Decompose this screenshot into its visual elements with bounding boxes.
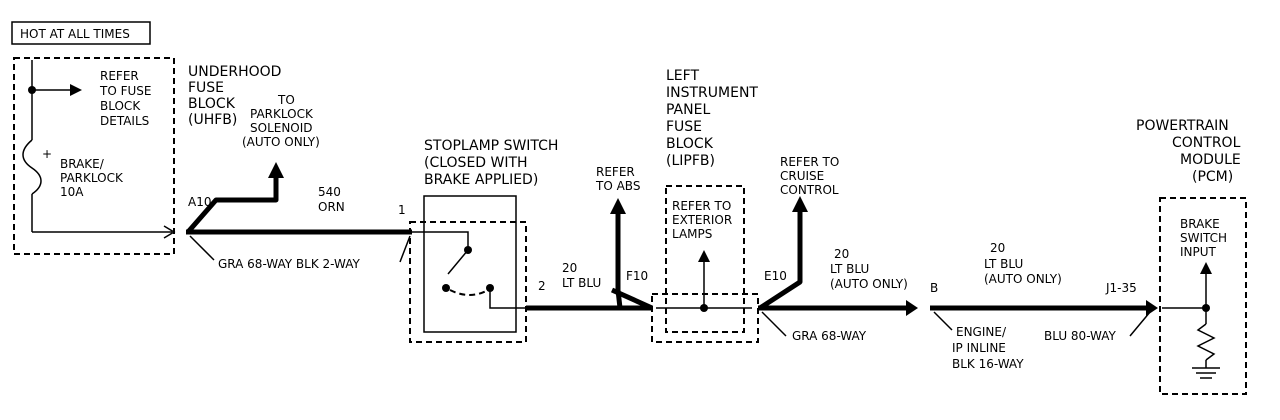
pin-1-label: 1 xyxy=(398,203,406,217)
cruise-branch-wire xyxy=(758,210,803,311)
stoplamp-dashed-box xyxy=(409,221,527,343)
fuse-symbol-icon xyxy=(22,139,42,195)
switch-contact-bottom xyxy=(442,284,450,292)
wire3-gauge: 20 xyxy=(834,247,849,261)
wire1-color: ORN xyxy=(318,200,345,214)
lipfb-dashed-box xyxy=(665,185,745,333)
fuse-plus-sign: + xyxy=(42,147,52,161)
pin-b-label: B xyxy=(930,281,938,295)
inline-leader xyxy=(933,311,953,331)
switch-output-wire xyxy=(489,288,526,309)
connector3-leader xyxy=(1129,311,1151,337)
wire2-gauge: 20 xyxy=(562,261,577,275)
pin-j1-35-label: J1-35 xyxy=(1105,281,1137,295)
abs-arrow-icon xyxy=(610,198,626,214)
abs-branch-joint xyxy=(610,287,654,311)
lipfb-outer-dashed xyxy=(651,293,759,343)
refer-arrow-icon xyxy=(70,84,82,96)
parklock-wire xyxy=(186,176,279,234)
pin-2-label: 2 xyxy=(538,279,546,293)
switch-input-wire xyxy=(412,231,469,250)
refer-abs-text: REFER TO ABS xyxy=(595,165,640,193)
connector2-leader xyxy=(761,311,787,337)
lamps-arrow-icon xyxy=(698,250,710,262)
pull-down-resistor-icon xyxy=(1196,323,1216,361)
wire1-gauge: 540 xyxy=(318,185,341,199)
wire4-color: LT BLU xyxy=(984,257,1023,271)
pcm-title: POWERTRAIN CONTROL MODULE (PCM) xyxy=(1136,118,1245,185)
wire2-color: LT BLU xyxy=(562,276,601,290)
pin-a10-label: A10 xyxy=(188,195,211,209)
pin-e10-label: E10 xyxy=(764,269,787,283)
pcm-input-arrow-icon xyxy=(1200,262,1212,274)
switch-blade xyxy=(447,249,469,275)
brake-switch-input-label: BRAKE SWITCH INPUT xyxy=(1180,217,1231,259)
uhfb-title: UNDERHOOD FUSE BLOCK (UHFB) xyxy=(188,64,286,128)
refer-exterior-lamps-text: REFER TO EXTERIOR LAMPS xyxy=(672,199,736,241)
connector2-label: GRA 68-WAY xyxy=(792,329,867,343)
stoplamp-switch-box xyxy=(423,195,517,333)
fuse-rating-text: BRAKE/ PARKLOCK 10A xyxy=(60,157,127,199)
wire3-color: LT BLU xyxy=(830,262,869,276)
hot-at-all-times-box xyxy=(11,21,151,45)
to-parklock-text: TO PARKLOCK SOLENOID (AUTO ONLY) xyxy=(242,93,320,149)
switch-actuator xyxy=(449,289,489,296)
refer-cruise-text: REFER TO CRUISE CONTROL xyxy=(780,155,843,197)
refer-fuse-block-text: REFER TO FUSE BLOCK DETAILS xyxy=(99,69,155,128)
inline-connector-arrow-icon xyxy=(906,300,918,316)
connector1-leader-left xyxy=(189,235,215,261)
wire3-note: (AUTO ONLY) xyxy=(830,277,908,291)
inline-connector-label: ENGINE/ IP INLINE BLK 16-WAY xyxy=(952,325,1024,371)
hot-at-all-times-label: HOT AT ALL TIMES xyxy=(20,27,130,41)
fuse-output-arrow-icon xyxy=(163,225,176,239)
pcm-dashed-box xyxy=(1159,197,1247,395)
connector1-leader-right xyxy=(399,235,411,263)
wire4-note: (AUTO ONLY) xyxy=(984,272,1062,286)
lipfb-title: LEFT INSTRUMENT PANEL FUSE BLOCK (LIPFB) xyxy=(666,68,762,169)
stoplamp-title: STOPLAMP SWITCH (CLOSED WITH BRAKE APPLI… xyxy=(424,138,563,188)
pin-f10-label: F10 xyxy=(626,269,648,283)
pcm-connector-arrow-icon xyxy=(1146,300,1158,316)
underhood-fuse-block-box xyxy=(13,57,175,255)
parklock-arrow-icon xyxy=(268,162,284,178)
wire4-gauge: 20 xyxy=(990,241,1005,255)
connector3-label: BLU 80-WAY xyxy=(1044,329,1117,343)
cruise-arrow-icon xyxy=(792,196,808,212)
connector1-label: GRA 68-WAY BLK 2-WAY xyxy=(218,257,360,271)
